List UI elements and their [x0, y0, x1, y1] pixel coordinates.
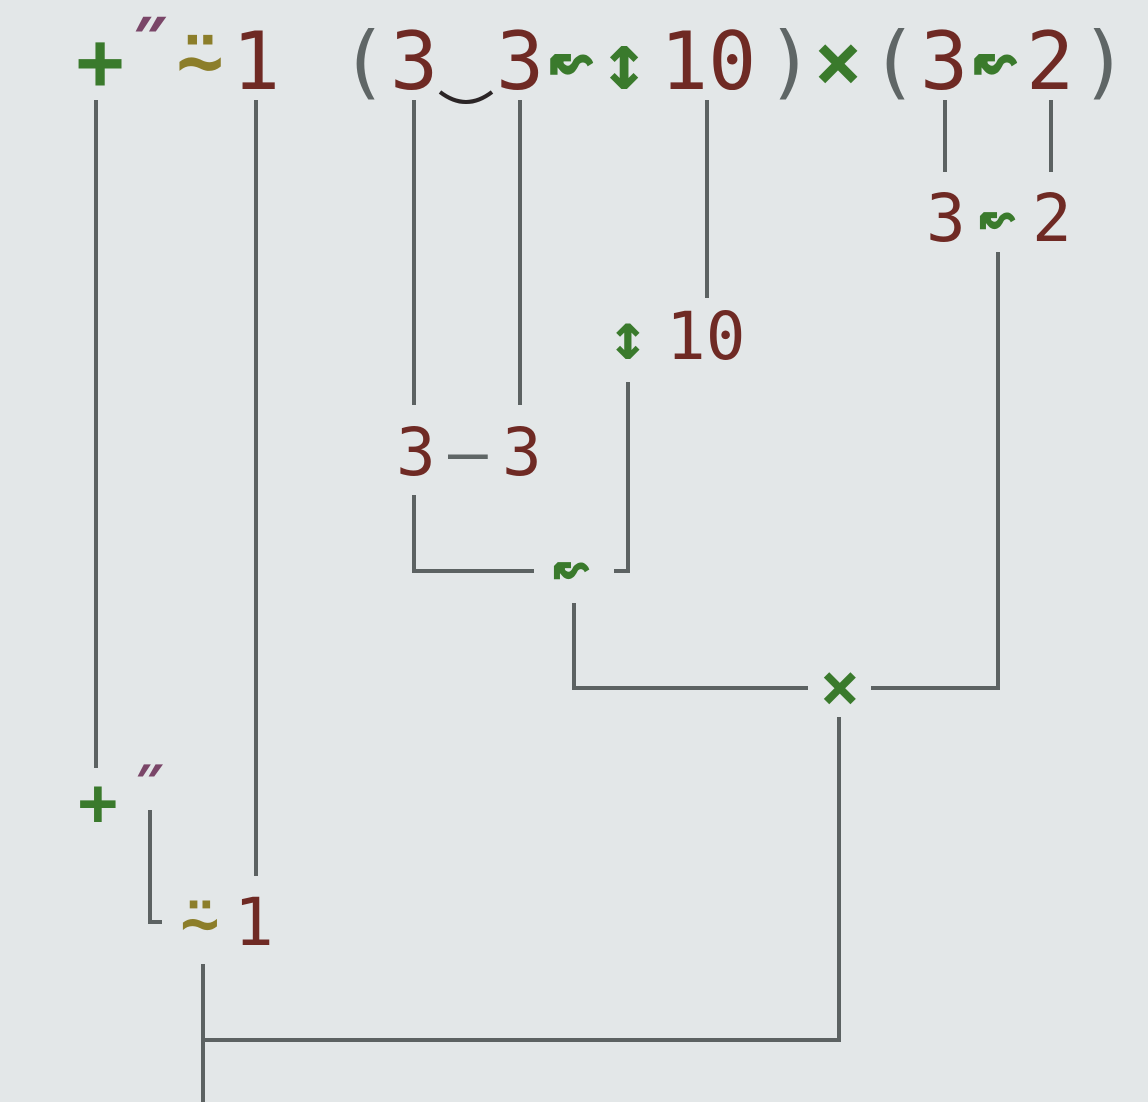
edge-range-swap — [614, 382, 630, 573]
self-modifier: ⍨ — [176, 15, 225, 108]
node-left-value: 3 — [396, 414, 436, 491]
node-op: ↜ — [552, 530, 592, 607]
node-op: × — [820, 648, 860, 725]
three-literal-a: 3 — [390, 15, 439, 108]
node-right-value: 10 — [666, 298, 746, 375]
left-paren: ( — [340, 15, 389, 108]
fold-modifier: ˝ — [124, 7, 173, 100]
swap-glyph: ↜ — [548, 15, 597, 108]
swap-glyph-2: ↜ — [972, 15, 1021, 108]
node-right-value: 2 — [1032, 180, 1072, 257]
edge-times-root — [203, 717, 841, 1042]
right-paren: ) — [766, 15, 815, 108]
node-op: ↜ — [978, 180, 1018, 257]
node-left-value: 3 — [926, 180, 966, 257]
ten-literal: 10 — [660, 15, 757, 108]
times-glyph: × — [814, 15, 863, 108]
node-right-value: 1 — [234, 884, 274, 961]
right-paren-2: ) — [1080, 15, 1129, 108]
strand-arc — [438, 90, 494, 104]
edge-3swap2-times — [871, 252, 1000, 690]
edge-plusfold-self — [148, 810, 162, 924]
left-paren-2: ( — [870, 15, 919, 108]
node-op: ↕ — [608, 298, 648, 375]
node-op: – — [448, 414, 488, 491]
edge-swap-times — [572, 603, 808, 690]
node-right-value: 3 — [502, 414, 542, 491]
one-literal: 1 — [232, 15, 281, 108]
plus-glyph: + — [76, 15, 125, 108]
node-op: + — [78, 764, 118, 841]
node-op: ⍨ — [180, 884, 220, 961]
three-literal-c: 3 — [920, 15, 969, 108]
node-modifier: ˝ — [128, 756, 168, 833]
three-literal-b: 3 — [496, 15, 545, 108]
range-glyph: ↕ — [600, 15, 649, 108]
edge-33-swap — [412, 495, 534, 573]
two-literal: 2 — [1026, 15, 1075, 108]
